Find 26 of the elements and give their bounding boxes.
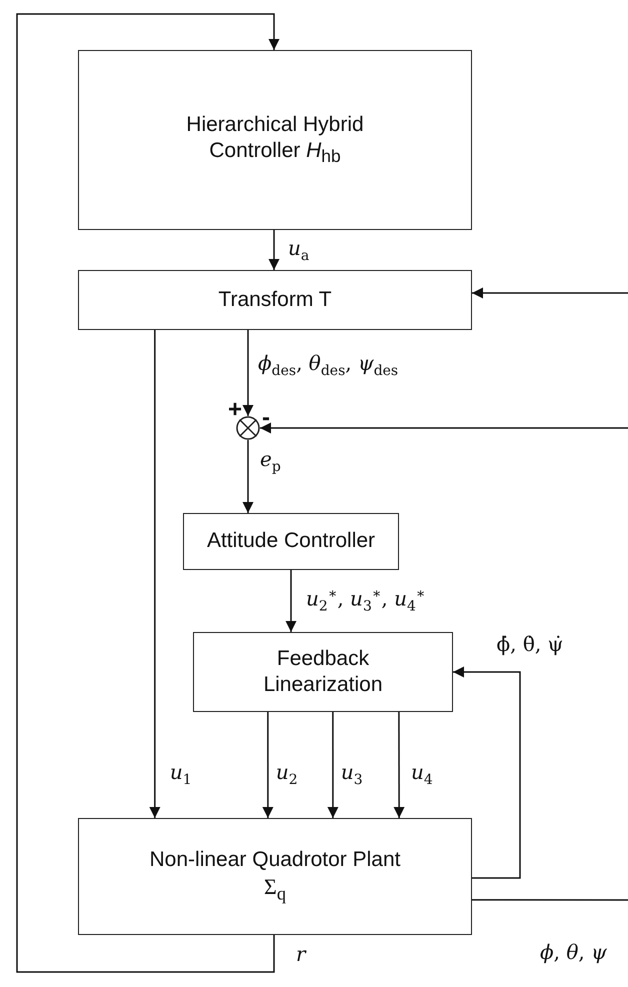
plant-box: [78, 818, 472, 935]
block-label: Attitude Controller: [206, 528, 376, 554]
arrow: [262, 712, 274, 818]
block-label: Non-linear Quadrotor Plant: [150, 847, 400, 874]
controller-box: [183, 513, 399, 570]
arrow: [453, 666, 521, 879]
arrow: [394, 712, 405, 818]
arrow: [149, 330, 160, 818]
linearization-box: [193, 632, 453, 712]
arrow: [286, 570, 297, 632]
block-label: Transform T: [218, 286, 332, 313]
arrow: [327, 712, 338, 818]
arrow: [268, 230, 280, 270]
controller-box: [78, 50, 472, 230]
block-symbol: Σ$_{q}$: [264, 873, 286, 906]
block-label: Hierarchical Hybrid Controller H$_{hb}$: [185, 112, 365, 168]
transform-box: [78, 270, 472, 330]
block-label: Feedback Linearization: [262, 646, 384, 698]
arrow: [242, 330, 254, 416]
arrow: [16, 13, 280, 973]
sign-label: -: [262, 406, 270, 430]
arrow: [472, 287, 628, 298]
sign-label: +: [228, 398, 242, 422]
summing-junction: [236, 416, 260, 440]
arrow: [242, 440, 254, 513]
arrow: [260, 422, 628, 434]
